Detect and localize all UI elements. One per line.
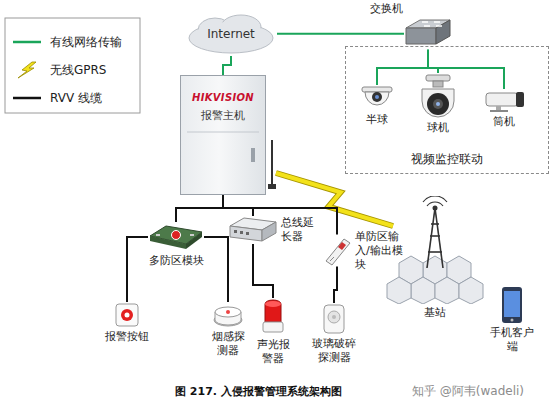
phone-icon [501, 286, 523, 324]
network-cable [277, 33, 404, 35]
device-label: 玻璃破碎探测器 [310, 337, 358, 365]
rvv-cable [253, 244, 273, 298]
switch-node: 交换机 [370, 2, 452, 50]
bus-extender-icon [228, 216, 278, 244]
network-cable [223, 56, 231, 75]
legend-box [5, 18, 140, 113]
rvv-cable [204, 237, 228, 302]
host-label: 报警主机 [181, 109, 265, 123]
region-label: 视频监控联动 [346, 152, 548, 167]
alarm-button: 报警按钮 [105, 302, 149, 344]
legend-item: 无线GPRS [12, 61, 107, 79]
video-linkage-region: 视频监控联动 半球球机 筒机 [345, 46, 549, 174]
device-label: 单防区输入/输出模块 [355, 230, 405, 271]
bullet-camera-icon [482, 89, 526, 113]
cloud-label: Internet [207, 27, 255, 42]
network-cable [377, 50, 428, 85]
device-label: 基站 [424, 306, 446, 320]
dome-camera: 半球 [360, 85, 394, 127]
legend-item: RVV 线缆 [12, 89, 102, 107]
strobe-siren: 声光报警器 [255, 298, 291, 366]
rvv-cable [176, 195, 223, 222]
switch-icon [404, 18, 452, 50]
network-cable [428, 50, 438, 73]
watermark: 知乎 @阿韦(wadeli) [412, 384, 524, 399]
host-door-detail [181, 128, 265, 188]
device-label: 球机 [427, 121, 449, 135]
legend-item: 有线网络传输 [12, 33, 122, 51]
glass-break-detector-icon [321, 303, 347, 335]
legend-sample [12, 33, 42, 51]
device-label: 声光报警器 [255, 338, 291, 366]
legend-label: RVV 线缆 [50, 91, 102, 106]
rvv-cable [223, 195, 253, 216]
ptz-camera-icon [418, 73, 458, 119]
smoke-detector: 烟感探测器 [210, 302, 246, 358]
strobe-siren-icon [261, 298, 285, 336]
multi-zone-module-icon [148, 222, 204, 252]
legend-label: 无线GPRS [50, 63, 107, 78]
device-label: 总线延长器 [281, 216, 317, 244]
rvv-cable [334, 267, 337, 303]
device-label: 半球 [366, 113, 388, 127]
bus-extender: 总线延长器 [228, 216, 317, 244]
single-zone-module-icon [322, 235, 352, 267]
smoke-detector-icon [212, 302, 244, 328]
device-label: 报警按钮 [105, 330, 149, 344]
legend-sample [12, 61, 42, 79]
legend-sample [12, 89, 42, 107]
ptz-camera: 球机 [418, 73, 458, 135]
legend-label: 有线网络传输 [50, 35, 122, 50]
dome-camera-icon [360, 85, 394, 111]
multi-zone-module: 多防区模块 [148, 222, 204, 268]
antenna [268, 140, 276, 189]
brand-logo: HIKVISION [181, 92, 265, 105]
single-zone-module: 单防区输入/输出模块 [322, 230, 405, 271]
alarm-host: HIKVISION 报警主机 [180, 75, 266, 195]
device-label: 多防区模块 [149, 254, 204, 268]
device-label: 手机客户端 [488, 326, 536, 354]
glass-break-detector: 玻璃破碎探测器 [310, 303, 358, 365]
device-label: 交换机 [370, 2, 403, 16]
phone-client: 手机客户端 [488, 286, 536, 354]
bullet-camera: 筒机 [482, 89, 526, 129]
rvv-cable [127, 237, 148, 302]
network-cable [428, 50, 504, 89]
internet-cloud: Internet [185, 12, 277, 56]
alarm-button-icon [114, 302, 140, 328]
base-station: 基站 [385, 196, 485, 320]
device-label: 烟感探测器 [210, 330, 246, 358]
figure-caption: 图 217. 入侵报警管理系统架构图 [175, 385, 342, 399]
device-label: 筒机 [493, 115, 515, 129]
